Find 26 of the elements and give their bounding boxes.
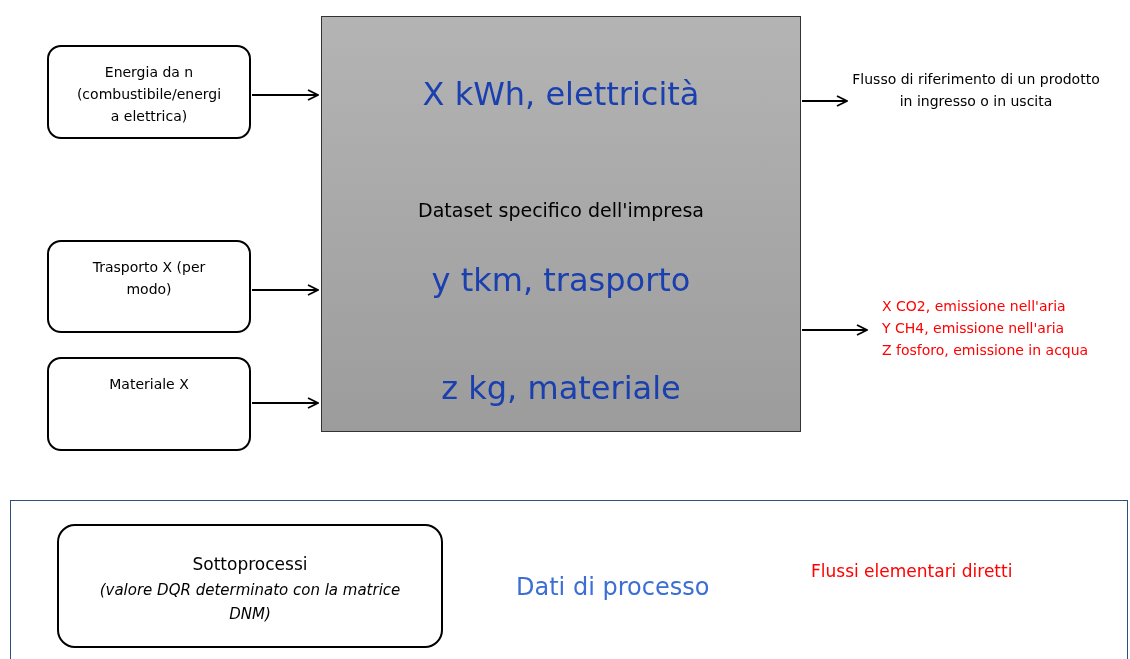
flow-value-label: y tkm, trasporto: [430, 261, 692, 299]
arrow: [801, 324, 868, 336]
subprocess-title: Sottoprocessi: [191, 553, 309, 576]
dataset-box: [321, 16, 801, 432]
emission-label: Z fosforo, emissione in acqua: [882, 342, 1089, 358]
input-label: Materiale X: [108, 375, 190, 394]
input-box: [47, 357, 251, 451]
key-panel: [10, 500, 1128, 659]
arrow: [251, 397, 319, 409]
output-label: Flusso di riferimento di un prodotto in ingresso o in uscita: [851, 70, 1101, 111]
input-box: [47, 240, 251, 333]
process-data-label: Dati di processo: [516, 573, 710, 601]
input-label: Energia da n (combustibile/energi a elettrica): [75, 63, 223, 126]
dataset-title: Dataset specifico dell'impresa: [417, 199, 705, 221]
emission-label: Y CH4, emissione nell'aria: [882, 320, 1065, 336]
arrow: [801, 95, 848, 107]
arrow: [251, 89, 319, 101]
subprocess-note: (valore DQR determinato con la matrice DNM): [98, 580, 402, 625]
emission-label: X CO2, emissione nell'aria: [882, 298, 1066, 314]
elementary-flow-label: Flussi elementari diretti: [811, 561, 1013, 581]
arrow: [251, 284, 319, 296]
flow-value-label: z kg, materiale: [440, 369, 682, 407]
input-box: [47, 45, 251, 139]
subprocess-box: [57, 524, 443, 648]
flow-value-label: X kWh, elettricità: [421, 75, 701, 113]
input-label: Trasporto X (per modo): [91, 258, 207, 299]
